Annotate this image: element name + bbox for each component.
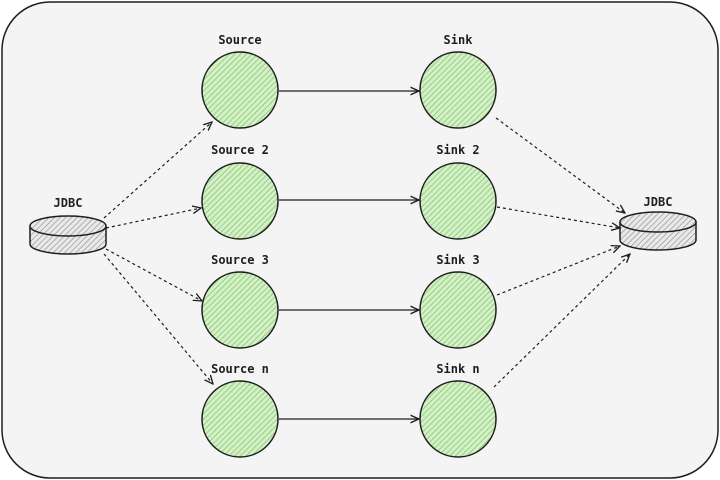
sink-node-3: Sink 3 xyxy=(419,253,497,349)
sink-node-n-label: Sink n xyxy=(436,362,479,376)
sink-node-2: Sink 2 xyxy=(419,143,497,240)
edge-jdbc-to-source-3 xyxy=(105,248,202,301)
sink-node-2-circle xyxy=(419,162,497,240)
edge-jdbc-to-source-1 xyxy=(103,122,212,219)
jdbc-database-right: JDBC xyxy=(619,195,697,251)
edge-sink-2-to-jdbc xyxy=(496,206,620,228)
source-node-2-label: Source 2 xyxy=(211,143,269,157)
sink-node-3-circle xyxy=(419,271,497,349)
source-node-3: Source 3 xyxy=(201,253,279,349)
sink-node-n: Sink n xyxy=(419,362,497,458)
source-node-3-label: Source 3 xyxy=(211,253,269,267)
sink-node-1-label: Sink xyxy=(444,33,474,47)
sink-node-3-label: Sink 3 xyxy=(436,253,479,267)
sink-node-1: Sink xyxy=(419,33,497,129)
edges-layer xyxy=(103,91,630,419)
sink-node-1-circle xyxy=(419,51,497,129)
sink-node-n-circle xyxy=(419,380,497,458)
source-node-3-circle xyxy=(201,271,279,349)
source-node-n: Source n xyxy=(201,362,279,458)
source-node-1-circle xyxy=(201,51,279,129)
edge-sink-3-to-jdbc xyxy=(496,246,620,296)
jdbc-left-cylinder-top xyxy=(29,215,107,237)
edge-jdbc-to-source-2 xyxy=(105,208,201,229)
sink-node-2-label: Sink 2 xyxy=(436,143,479,157)
source-node-2-circle xyxy=(201,162,279,240)
edge-sink-1-to-jdbc xyxy=(495,117,625,213)
source-node-1: Source xyxy=(201,33,279,129)
jdbc-right-cylinder-top xyxy=(619,211,697,233)
edge-sink-n-to-jdbc xyxy=(493,254,630,388)
jdbc-database-left: JDBC xyxy=(29,196,107,255)
jdbc-left-label: JDBC xyxy=(54,196,83,210)
source-node-1-label: Source xyxy=(218,33,261,47)
source-node-2: Source 2 xyxy=(201,143,279,240)
jdbc-right-label: JDBC xyxy=(644,195,673,209)
source-node-n-label: Source n xyxy=(211,362,269,376)
source-node-n-circle xyxy=(201,380,279,458)
edge-jdbc-to-source-n xyxy=(103,253,213,384)
